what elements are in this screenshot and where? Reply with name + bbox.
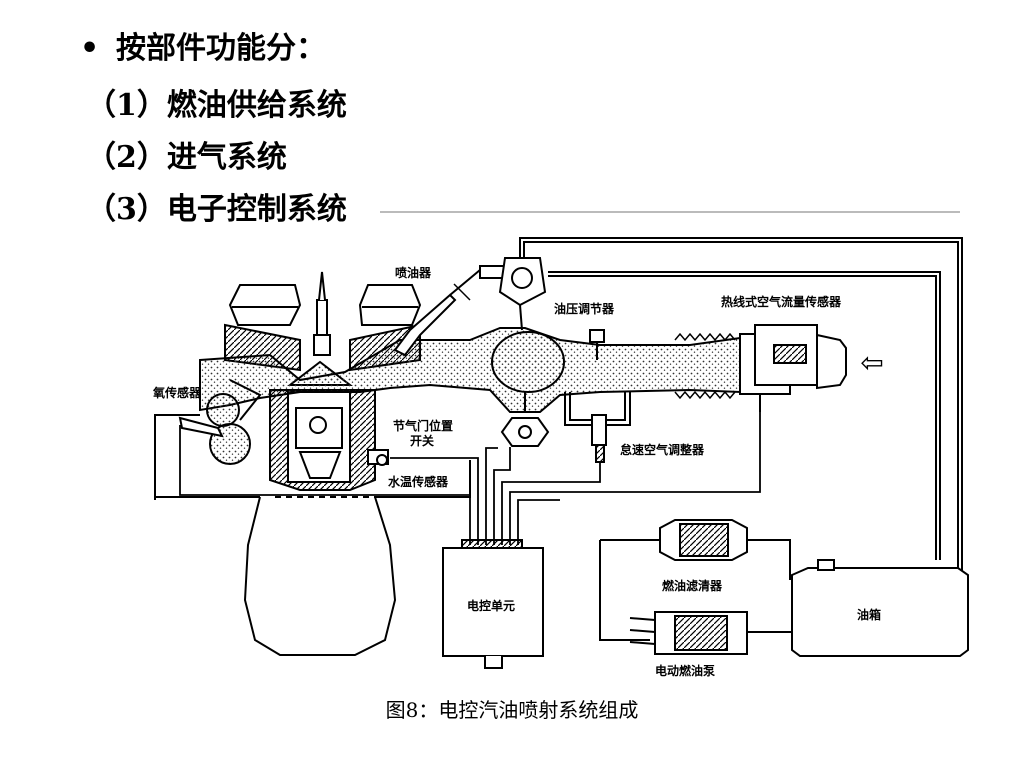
subsystem-fuel-supply: （1）燃油供给系统 [86, 88, 347, 123]
fuel-return-line [519, 237, 963, 572]
air-inlet-arrow-icon: ⇦ [860, 346, 883, 379]
label-idle-air-adjuster: 怠速空气调整器 [620, 442, 705, 457]
air-flow-meter [739, 324, 847, 412]
subsystem-air-intake: （2）进气系统 [86, 140, 287, 175]
label-air-flow-sensor: 热线式空气流量传感器 [721, 294, 842, 309]
throttle-position-switch [500, 392, 550, 447]
oxygen-sensor [178, 393, 251, 465]
heading-text: 按部件功能分： [116, 31, 326, 66]
label-fuel-tank: 油箱 [857, 607, 881, 622]
label-injector: 喷油器 [395, 265, 432, 280]
label-fuel-filter: 燃油滤清器 [662, 578, 723, 593]
label-throttle-switch-line2: 开关 [410, 433, 434, 448]
label-ecu: 电控单元 [467, 598, 515, 613]
idle-air-adjuster [564, 392, 631, 463]
fuel-filter [599, 519, 791, 641]
subsystem-electronic-control: （3）电子控制系统 [86, 192, 347, 227]
label-oxygen-sensor: 氧传感器 [152, 385, 202, 400]
pressure-regulator [479, 257, 605, 360]
label-water-temp-sensor: 水温传感器 [388, 474, 449, 489]
label-fuel-pump: 电动燃油泵 [655, 663, 715, 678]
bullet-icon: • [80, 31, 100, 66]
spark-plug [313, 271, 331, 356]
intake-manifold [199, 327, 741, 421]
water-temp-sensor [367, 449, 389, 466]
heading: • 按部件功能分： [80, 30, 326, 68]
cylinder [269, 360, 376, 491]
intake-bellows [674, 332, 736, 400]
subsystem-list: （1）燃油供给系统 （2）进气系统 （3）电子控制系统 [86, 80, 347, 236]
label-pressure-regulator: 油压调节器 [554, 301, 615, 316]
fuel-pump [629, 611, 792, 655]
figure-caption: 图8：电控汽油喷射系统组成 [385, 698, 639, 722]
signal-wires [179, 412, 761, 545]
label-throttle-switch-line1: 节气门位置 [393, 418, 453, 433]
fuel-tank [791, 559, 969, 657]
ecu-box [442, 539, 544, 669]
